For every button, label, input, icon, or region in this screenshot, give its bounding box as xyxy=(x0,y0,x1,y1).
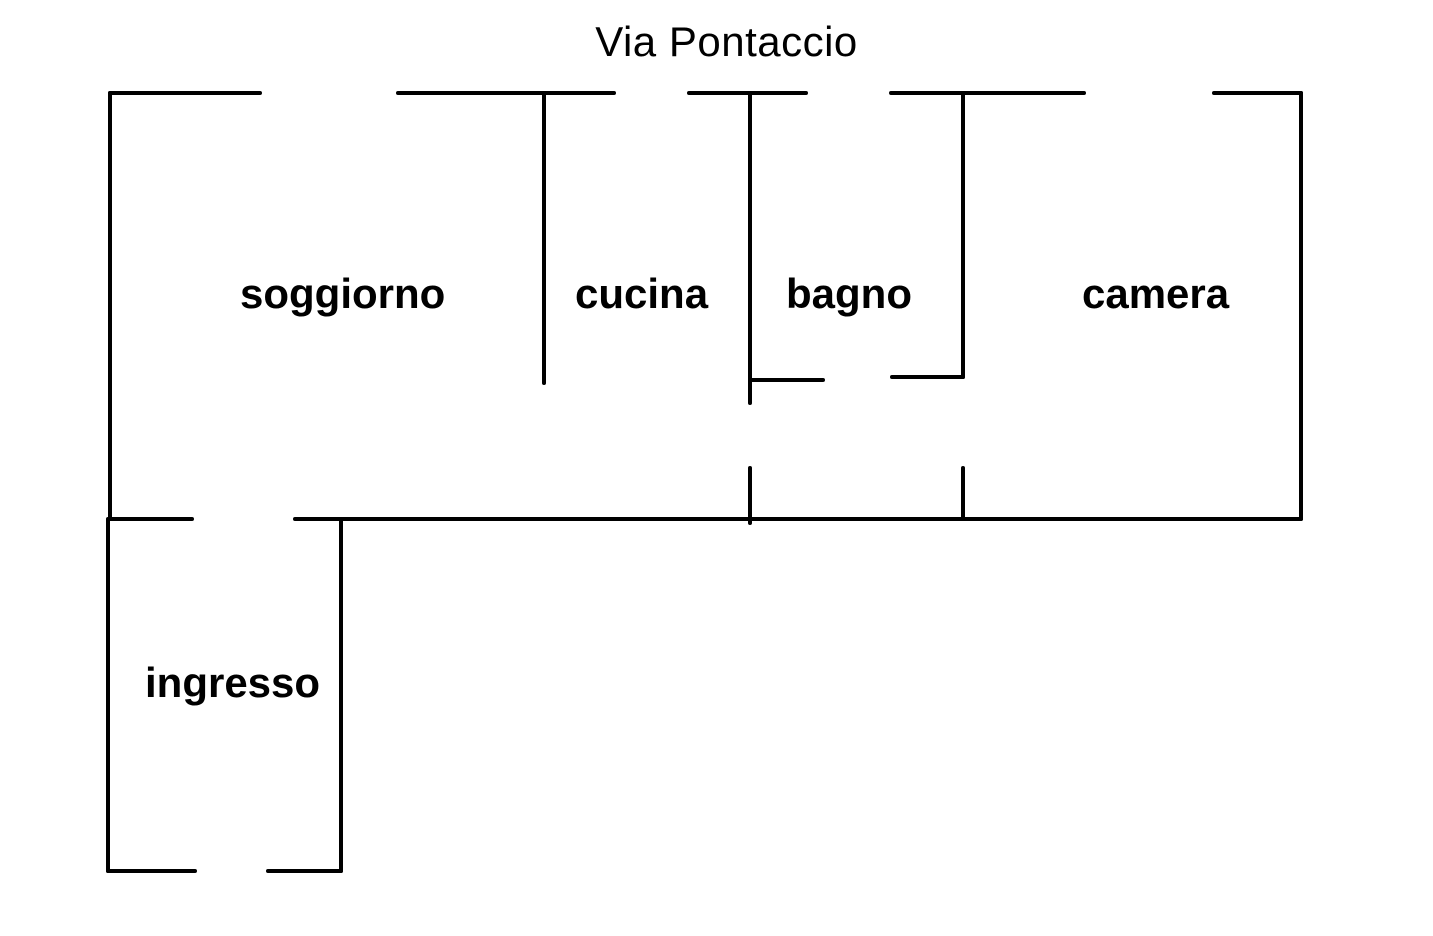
street-label: Via Pontaccio xyxy=(595,18,858,65)
room-label-bagno: bagno xyxy=(786,270,912,317)
room-label-cucina: cucina xyxy=(575,270,709,317)
room-label-soggiorno: soggiorno xyxy=(240,270,446,317)
room-label-ingresso: ingresso xyxy=(145,659,321,706)
room-label-camera: camera xyxy=(1082,270,1230,317)
